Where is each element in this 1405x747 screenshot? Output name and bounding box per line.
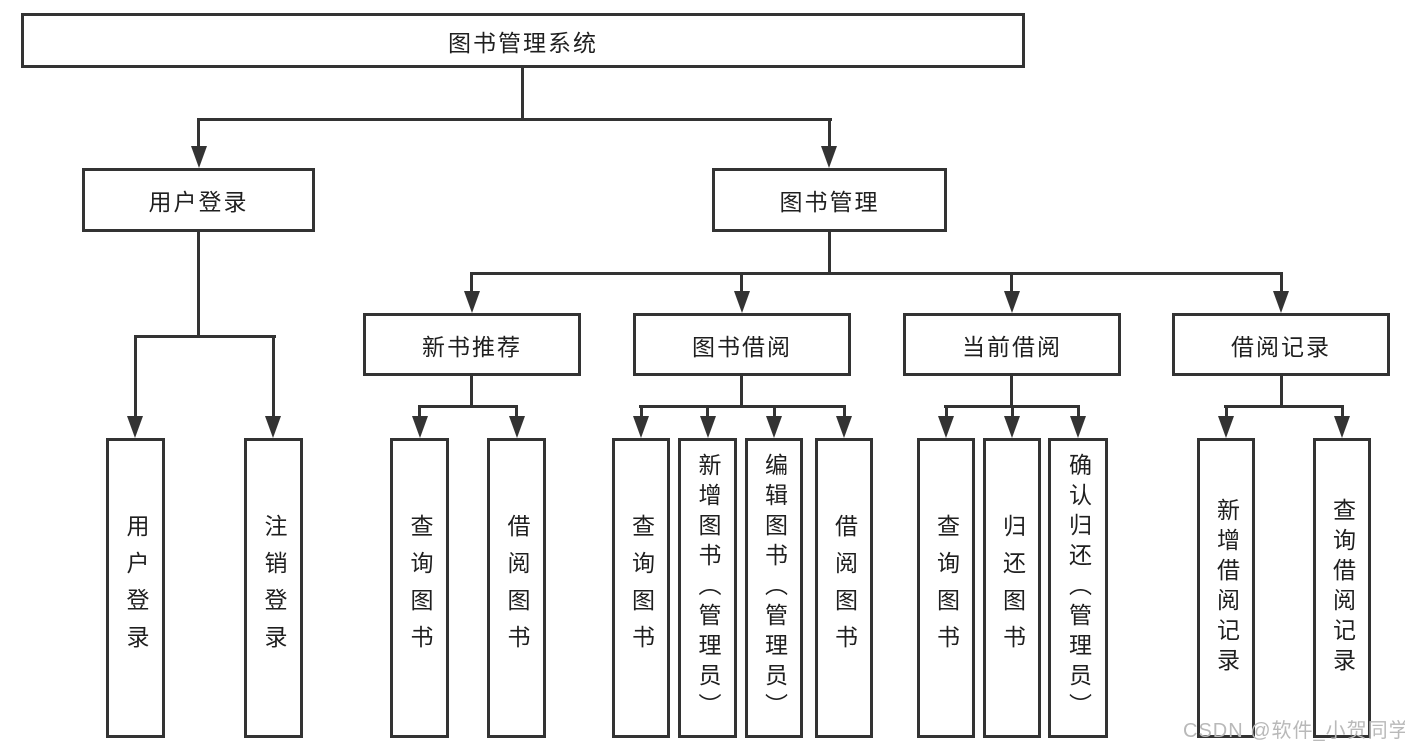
arrow-into-new-book-recommend [464, 291, 480, 313]
node-current-borrow: 当前借阅 [903, 313, 1121, 376]
connector-rec-leaf1-stub [418, 405, 421, 420]
connector-recommend-stub [470, 272, 473, 294]
connector-user-branch-horizontal [134, 335, 276, 338]
connector-bor-leaf2-stub [706, 405, 709, 420]
leaf-current-query-books-label: 查询图书 [933, 514, 960, 662]
leaf-logout-label: 注销登录 [261, 514, 287, 662]
leaf-confirm-return-admin-label: 确认归还（管理员） [1065, 453, 1092, 723]
arrow-into-current-query-books [938, 416, 954, 438]
connector-leaf-user-login-stub [134, 335, 137, 420]
node-root-system: 图书管理系统 [21, 13, 1025, 68]
arrow-into-book-borrow [734, 291, 750, 313]
leaf-add-book-admin: 新增图书（管理员） [678, 438, 737, 738]
arrow-into-borrow-query-books [633, 416, 649, 438]
node-root-system-label: 图书管理系统 [448, 29, 598, 56]
leaf-add-borrow-record: 新增借阅记录 [1197, 438, 1255, 738]
connector-bor-leaf1-stub [640, 405, 643, 420]
leaf-recommend-query-books-label: 查询图书 [407, 514, 433, 662]
node-book-borrow-label: 图书借阅 [692, 333, 792, 360]
connector-level2-horizontal [470, 272, 1283, 275]
arrow-into-recommend-query-books [412, 416, 428, 438]
arrow-into-user-login [191, 146, 207, 168]
connector-current-stub [1010, 272, 1013, 294]
connector-cur-leaf3-stub [1077, 405, 1080, 420]
arrow-into-confirm-return-admin [1070, 416, 1086, 438]
connector-bor-leaf4-stub [843, 405, 846, 420]
leaf-query-borrow-record: 查询借阅记录 [1313, 438, 1371, 738]
connector-recommend-branch-vertical [470, 376, 473, 408]
connector-book-mgmt-stub [828, 118, 831, 148]
leaf-borrow-query-books: 查询图书 [612, 438, 670, 738]
arrow-into-add-borrow-record [1218, 416, 1234, 438]
arrow-into-query-borrow-record [1334, 416, 1350, 438]
connector-borrow-branch-vertical [740, 376, 743, 408]
leaf-logout: 注销登录 [244, 438, 303, 738]
arrow-into-book-management [821, 146, 837, 168]
leaf-query-borrow-record-label: 查询借阅记录 [1329, 498, 1356, 678]
leaf-edit-book-admin-label: 编辑图书（管理员） [761, 453, 788, 723]
node-book-borrow: 图书借阅 [633, 313, 851, 376]
leaf-recommend-query-books: 查询图书 [390, 438, 449, 738]
connector-current-branch-vertical [1010, 376, 1013, 408]
connector-level1-horizontal [197, 118, 832, 121]
node-new-book-recommend-label: 新书推荐 [422, 333, 522, 360]
leaf-borrow-query-books-label: 查询图书 [628, 514, 655, 662]
connector-cur-leaf2-stub [1011, 405, 1014, 420]
arrow-into-borrow-books [836, 416, 852, 438]
arrow-into-add-book-admin [700, 416, 716, 438]
leaf-edit-book-admin: 编辑图书（管理员） [745, 438, 803, 738]
node-user-login: 用户登录 [82, 168, 315, 232]
leaf-recommend-borrow-books: 借阅图书 [487, 438, 546, 738]
connector-user-login-stub [197, 118, 200, 148]
node-borrow-records: 借阅记录 [1172, 313, 1390, 376]
leaf-current-query-books: 查询图书 [917, 438, 975, 738]
connector-records-stub [1280, 272, 1283, 294]
arrow-into-recommend-borrow-books [509, 416, 525, 438]
csdn-watermark: CSDN @软件_小贺同学 [1183, 720, 1405, 742]
arrow-into-edit-book-admin [766, 416, 782, 438]
node-book-management-label: 图书管理 [779, 189, 880, 215]
arrow-into-borrow-records [1273, 291, 1289, 313]
leaf-add-borrow-record-label: 新增借阅记录 [1213, 498, 1240, 678]
connector-root-vertical [521, 68, 524, 121]
connector-borrow-branch-horizontal [639, 405, 846, 408]
connector-rec-leaf2-stub [515, 405, 518, 420]
connector-leaf-logout-stub [272, 335, 275, 420]
node-borrow-records-label: 借阅记录 [1231, 333, 1331, 360]
arrow-into-leaf-logout [265, 416, 281, 438]
node-book-management: 图书管理 [712, 168, 947, 232]
connector-cur-leaf1-stub [945, 405, 948, 420]
leaf-add-book-admin-label: 新增图书（管理员） [695, 453, 721, 723]
connector-bor-leaf3-stub [773, 405, 776, 420]
leaf-recommend-borrow-books-label: 借阅图书 [504, 514, 530, 662]
node-user-login-label: 用户登录 [148, 189, 249, 215]
leaf-return-books-label: 归还图书 [999, 514, 1026, 662]
leaf-user-login: 用户登录 [106, 438, 165, 738]
arrow-into-current-borrow [1004, 291, 1020, 313]
leaf-borrow-books: 借阅图书 [815, 438, 873, 738]
connector-recs-leaf1-stub [1225, 405, 1228, 420]
arrow-into-return-books [1004, 416, 1020, 438]
arrow-into-leaf-user-login [127, 416, 143, 438]
node-current-borrow-label: 当前借阅 [962, 333, 1062, 360]
connector-records-branch-horizontal [1224, 405, 1344, 408]
connector-mgmt-branch-vertical [828, 232, 831, 275]
node-new-book-recommend: 新书推荐 [363, 313, 581, 376]
connector-recs-leaf2-stub [1341, 405, 1344, 420]
connector-user-branch-vertical [197, 232, 200, 337]
connector-recommend-branch-horizontal [418, 405, 518, 408]
connector-records-branch-vertical [1280, 376, 1283, 408]
connector-borrow-stub [740, 272, 743, 294]
leaf-confirm-return-admin: 确认归还（管理员） [1048, 438, 1108, 738]
leaf-return-books: 归还图书 [983, 438, 1041, 738]
leaf-user-login-label: 用户登录 [123, 514, 149, 662]
leaf-borrow-books-label: 借阅图书 [831, 514, 858, 662]
